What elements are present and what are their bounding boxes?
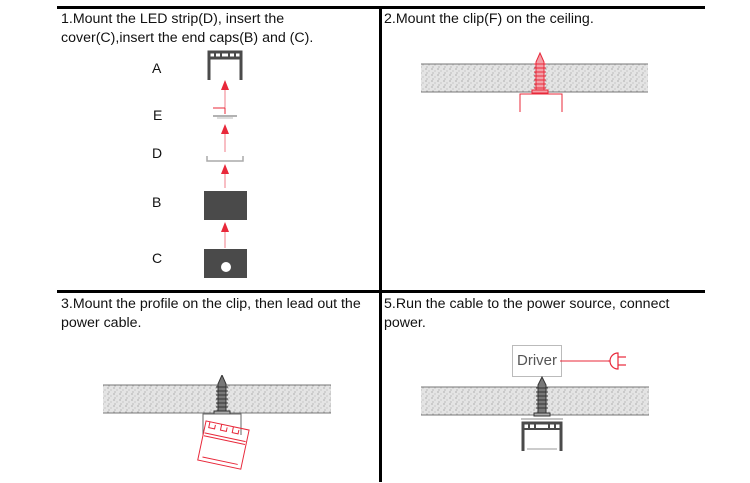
profile-a-icon	[207, 50, 243, 80]
part-label-b: B	[152, 194, 162, 210]
screw-icon	[531, 51, 549, 94]
step-3-cell: 3.Mount the profile on the clip, then le…	[61, 295, 377, 482]
step-1-text: 1.Mount the LED strip(D), insert the cov…	[61, 11, 314, 46]
step-3-text: 3.Mount the profile on the clip, then le…	[61, 296, 361, 331]
ceiling-clip-figure	[421, 51, 648, 112]
part-label-c: C	[152, 250, 163, 266]
instruction-grid: 1.Mount the LED strip(D), insert the cov…	[57, 6, 705, 482]
step-2-text: 2.Mount the clip(F) on the ceiling.	[384, 11, 594, 27]
exploded-assembly-figure	[204, 50, 247, 278]
plug-icon	[608, 352, 626, 370]
part-label-d: D	[152, 145, 163, 161]
clip-icon	[202, 413, 242, 435]
tilted-profile-icon	[197, 420, 250, 470]
screw-icon	[533, 375, 551, 417]
step-1-cell: 1.Mount the LED strip(D), insert the cov…	[61, 10, 377, 290]
part-label-e: E	[153, 107, 163, 123]
power-cable-figure	[560, 352, 626, 370]
clip-f-icon	[519, 93, 563, 112]
step-5-text: 5.Run the cable to the power source, con…	[384, 296, 670, 331]
screw-icon	[213, 375, 231, 415]
final-installation-figure	[421, 375, 649, 451]
table-column-divider	[379, 6, 382, 482]
end-cap-c-icon	[204, 249, 247, 278]
part-label-a: A	[152, 60, 162, 76]
end-cap-b-icon	[204, 191, 247, 220]
mounted-profile-icon	[521, 418, 563, 451]
profile-on-clip-figure	[103, 375, 331, 470]
step-5-cell: 5.Run the cable to the power source, con…	[384, 295, 704, 482]
step-2-cell: 2.Mount the clip(F) on the ceiling.	[384, 10, 704, 290]
clip-e-icon	[213, 107, 237, 119]
ceiling-icon	[421, 386, 649, 416]
driver-label: Driver	[517, 352, 557, 369]
led-strip-d-icon	[206, 156, 244, 162]
ceiling-icon	[421, 63, 648, 93]
